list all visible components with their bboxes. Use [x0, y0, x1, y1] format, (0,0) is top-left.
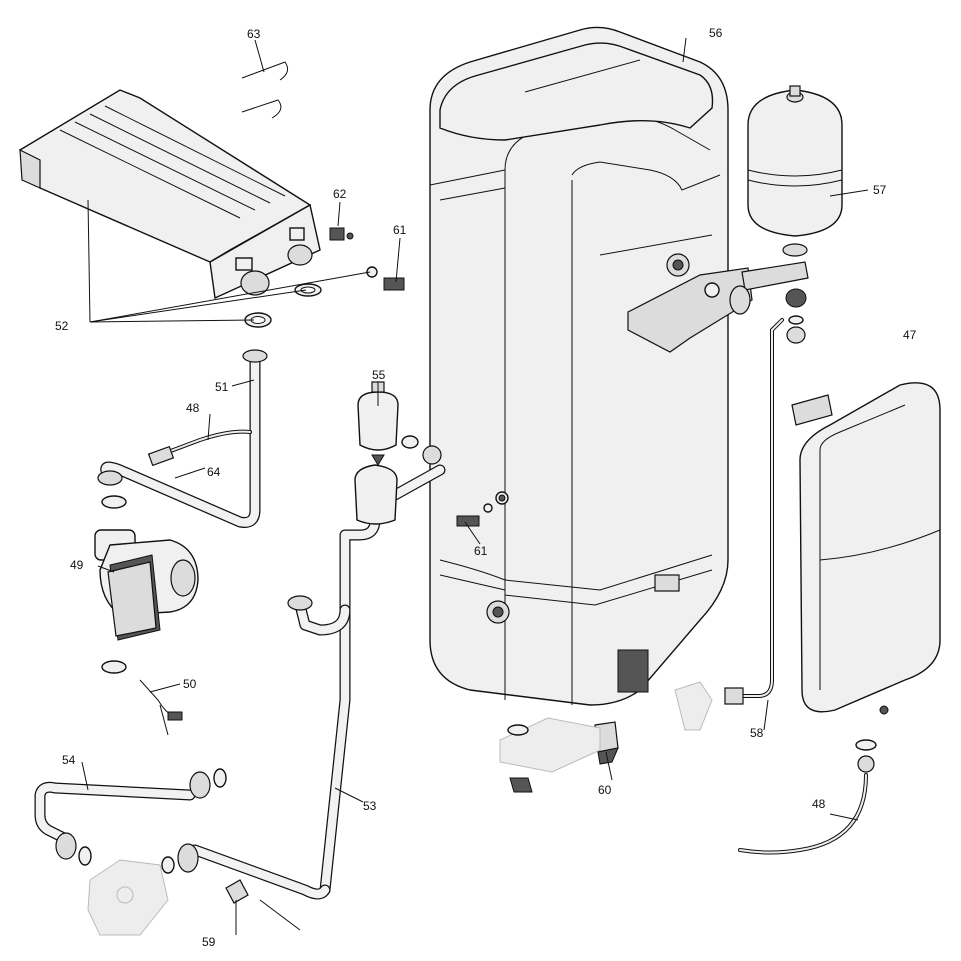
- washer-pump-top: [101, 495, 127, 509]
- leader-lines: [81, 37, 869, 935]
- label-63: 63: [247, 27, 261, 41]
- label-61-tank: 61: [474, 544, 488, 558]
- label-53: 53: [363, 799, 377, 813]
- label-50: 50: [183, 677, 197, 691]
- label-57: 57: [873, 183, 887, 197]
- pipe-58: [674, 318, 784, 731]
- sensor-61-top: [366, 266, 405, 291]
- pump-cable: [139, 679, 183, 736]
- label-55: 55: [372, 368, 386, 382]
- storage-tank: [429, 26, 753, 706]
- vessel-fittings: [729, 243, 809, 344]
- pipe-53: [177, 435, 446, 900]
- label-52: 52: [55, 319, 69, 333]
- pipe-51: [97, 349, 268, 528]
- callout-labels: 63 56 57 62 61 52 47 55 51 48 64 61 49 5…: [55, 26, 917, 949]
- label-49: 49: [70, 558, 84, 572]
- label-47: 47: [903, 328, 917, 342]
- label-62: 62: [333, 187, 347, 201]
- expansion-vessel-small: [747, 85, 843, 237]
- pipe-48-flex-right: [738, 739, 877, 855]
- label-48-right: 48: [812, 797, 826, 811]
- sensor-62: [329, 227, 354, 241]
- washer-pump-bottom: [101, 660, 127, 674]
- pipe-48-flex: [147, 429, 252, 467]
- clip-parts: [241, 61, 289, 119]
- label-56: 56: [709, 26, 723, 40]
- label-48-left: 48: [186, 401, 200, 415]
- label-58: 58: [750, 726, 764, 740]
- label-60: 60: [598, 783, 612, 797]
- clip-59: [225, 879, 301, 931]
- ghost-bracket-bottom: [499, 717, 601, 793]
- heat-exchanger: [19, 89, 321, 300]
- expansion-vessel-flat: [791, 382, 941, 715]
- label-64: 64: [207, 465, 221, 479]
- circulation-pump: [94, 529, 199, 641]
- pipe-54: [34, 768, 227, 866]
- label-54: 54: [62, 753, 76, 767]
- label-59: 59: [202, 935, 216, 949]
- valve-block-ghost: [87, 856, 175, 936]
- label-61-top: 61: [393, 223, 407, 237]
- label-51: 51: [215, 380, 229, 394]
- drain-valve: [594, 721, 619, 765]
